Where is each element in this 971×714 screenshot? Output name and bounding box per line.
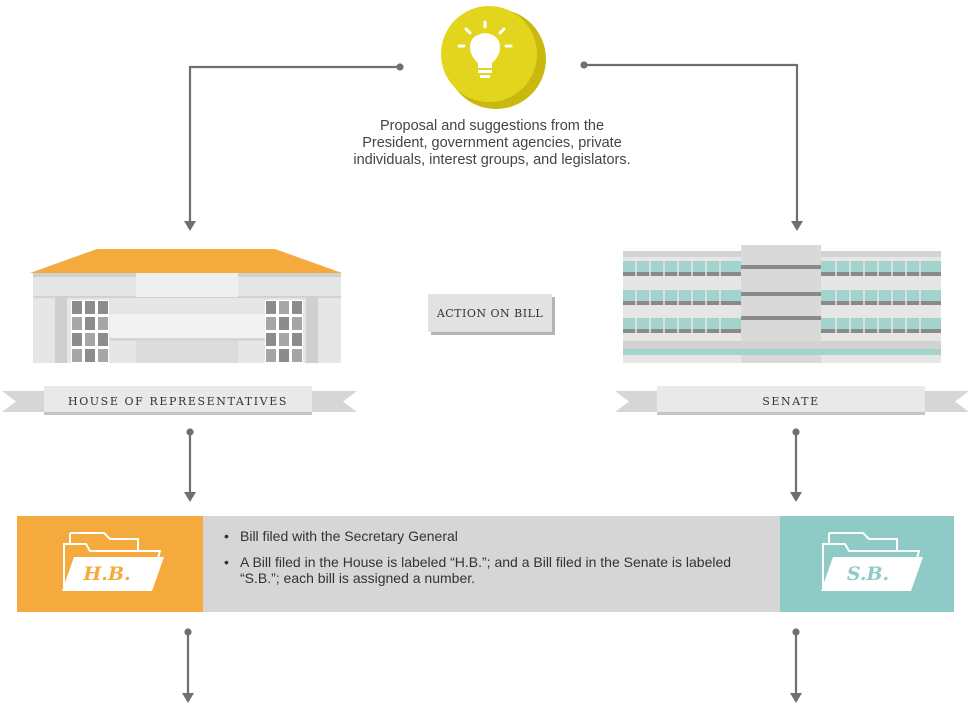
house-connector-bottom bbox=[182, 628, 194, 703]
senate-connector-bottom bbox=[790, 628, 802, 703]
proposal-line: Proposal and suggestions from the bbox=[379, 118, 605, 134]
hb-folder-icon bbox=[62, 532, 164, 591]
house-ribbon bbox=[2, 386, 357, 415]
house-connector-down bbox=[184, 428, 196, 502]
proposal-line: individuals, interest groups, and legisl… bbox=[353, 152, 631, 168]
proposal-description: Proposal and suggestions from the Presid… bbox=[300, 118, 684, 169]
note-item: A Bill filed in the House is labeled “H.… bbox=[224, 554, 764, 586]
sb-folder-label: S.B. bbox=[847, 563, 889, 585]
action-on-bill-badge: ACTION ON BILL bbox=[428, 294, 552, 332]
top-connector-left bbox=[184, 63, 404, 231]
senate-building-icon bbox=[623, 245, 941, 363]
lightbulb-icon bbox=[441, 6, 546, 109]
proposal-line: President, government agencies, private bbox=[362, 135, 622, 151]
senate-ribbon bbox=[615, 386, 969, 415]
bill-filing-notes: Bill filed with the Secretary General A … bbox=[224, 528, 764, 596]
house-building-icon bbox=[30, 249, 342, 363]
senate-connector-down bbox=[790, 428, 802, 502]
senate-label: SENATE bbox=[762, 394, 820, 408]
note-item: Bill filed with the Secretary General bbox=[224, 528, 764, 544]
house-of-representatives-label: HOUSE OF REPRESENTATIVES bbox=[68, 394, 288, 408]
top-connector-right bbox=[580, 61, 803, 231]
hb-folder-label: H.B. bbox=[82, 563, 130, 585]
sb-folder-icon bbox=[821, 532, 923, 591]
